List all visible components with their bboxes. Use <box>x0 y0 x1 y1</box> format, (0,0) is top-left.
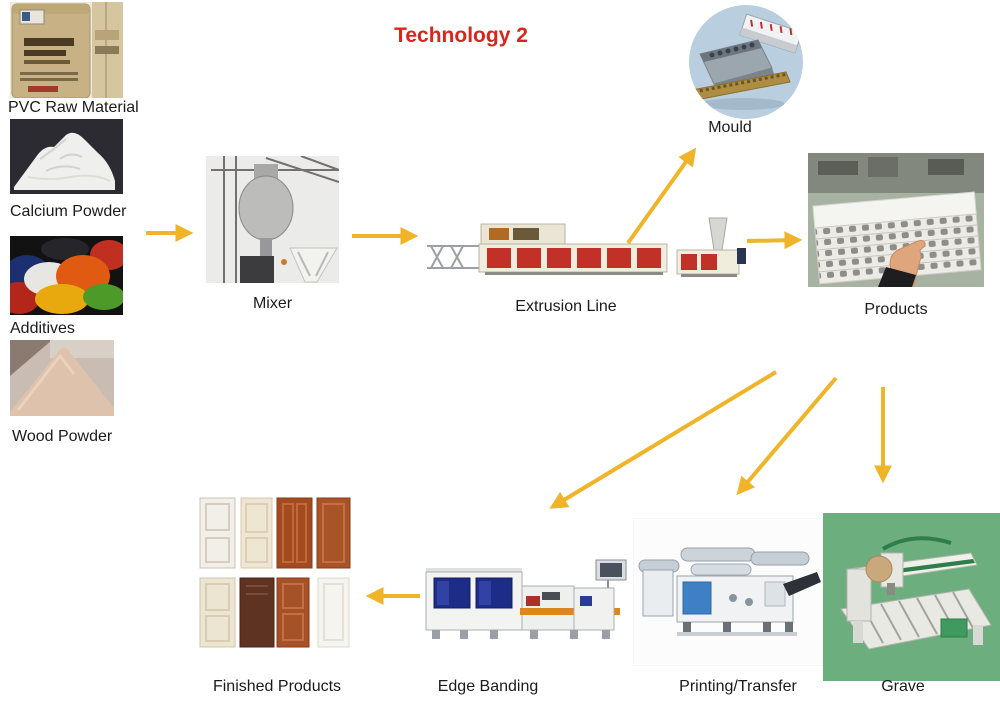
additives-image <box>10 236 123 315</box>
edge-banding-label: Edge Banding <box>437 678 539 695</box>
grave-label: Grave <box>881 678 925 695</box>
arrow-products-to-edge-banding <box>549 370 778 509</box>
products-image <box>808 153 984 287</box>
products-label: Products <box>864 301 928 318</box>
arrow-products-to-printing <box>736 376 838 496</box>
additives-label: Additives <box>10 320 75 337</box>
mould-label: Mould <box>708 119 752 136</box>
edge-banding-image <box>420 552 630 648</box>
arrow-extrusion-to-products <box>746 231 803 250</box>
mixer-image <box>206 156 339 283</box>
diagram-title: Technology 2 <box>394 24 528 47</box>
extrusion-line-image <box>425 208 747 288</box>
printing-transfer-image <box>633 518 823 666</box>
printing-transfer-label: Printing/Transfer <box>679 678 797 695</box>
extrusion-line-label: Extrusion Line <box>515 298 617 315</box>
finished-products-image <box>198 494 356 648</box>
grave-image <box>823 513 1000 681</box>
finished-products-label: Finished Products <box>212 678 342 695</box>
calcium-powder-label: Calcium Powder <box>10 203 127 220</box>
wood-powder-image <box>10 340 114 416</box>
pvc-raw-material-image <box>10 2 123 98</box>
mixer-label: Mixer <box>252 295 293 312</box>
mould-image <box>688 4 804 120</box>
pvc-raw-material-label: PVC Raw Material <box>8 99 139 116</box>
calcium-powder-image <box>10 119 123 194</box>
wood-powder-label: Wood Powder <box>12 428 113 445</box>
